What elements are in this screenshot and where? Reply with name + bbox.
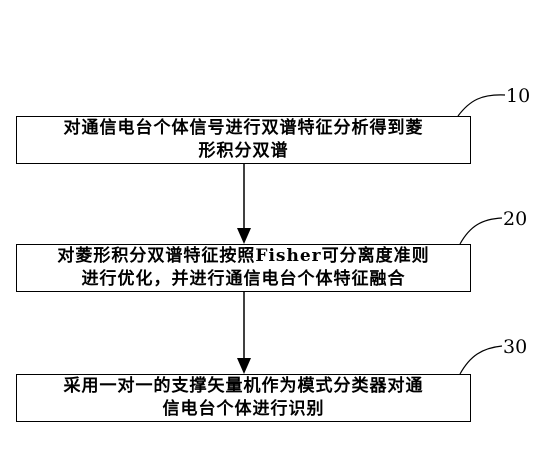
leader-line-20 xyxy=(459,217,503,245)
step-10-line2: 形积分双谱 xyxy=(198,141,289,161)
step-30-line1: 采用一对一的支撑矢量机作为模式分类器对通 xyxy=(63,376,424,396)
step-10-line1: 对通信电台个体信号进行双谱特征分析得到菱 xyxy=(63,118,424,138)
step-ref-20: 20 xyxy=(503,208,528,230)
step-ref-30: 30 xyxy=(503,336,528,358)
step-box-30: 采用一对一的支撑矢量机作为模式分类器对通 信电台个体进行识别 xyxy=(16,374,471,422)
arrowhead-1 xyxy=(237,228,251,244)
step-ref-10: 10 xyxy=(506,85,531,107)
arrowhead-2 xyxy=(237,358,251,374)
leader-line-30 xyxy=(459,345,503,375)
step-30-line2: 信电台个体进行识别 xyxy=(162,399,325,419)
step-20-line1: 对菱形积分双谱特征按照Fisher可分离度准则 xyxy=(57,246,430,266)
step-20-line2: 进行优化，并进行通信电台个体特征融合 xyxy=(81,269,406,289)
step-box-20: 对菱形积分双谱特征按照Fisher可分离度准则 进行优化，并进行通信电台个体特征… xyxy=(16,244,471,292)
leader-line-10 xyxy=(457,94,506,117)
step-box-10: 对通信电台个体信号进行双谱特征分析得到菱 形积分双谱 xyxy=(16,116,471,164)
